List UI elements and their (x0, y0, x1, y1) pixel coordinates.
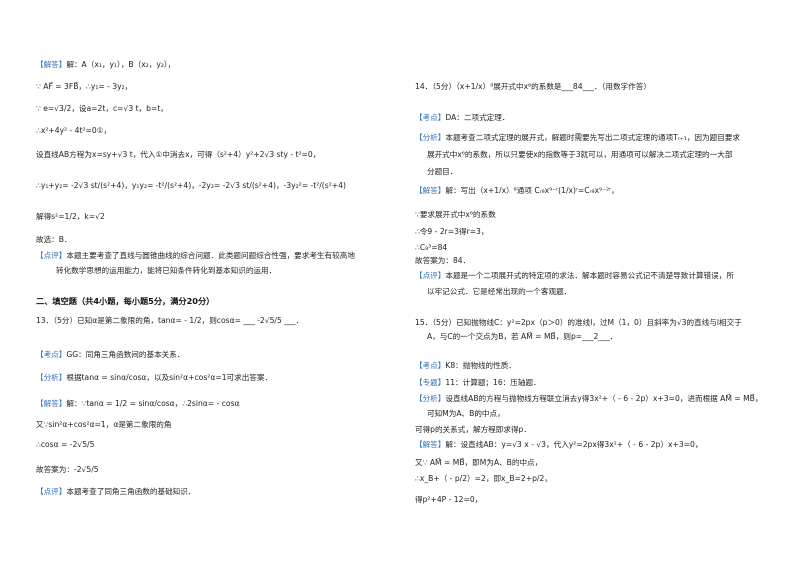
text-line: 【分析】根据tanα = sinα/cosα，以及sin²α+cos²α=1可求… (36, 373, 273, 382)
text-line: 【解答】解：∵tanα = 1/2 = sinα/cosα，∴2sinα= - … (36, 399, 240, 408)
text-line: 又∵sin²α+cos²α=1，α是第二象限的角 (36, 420, 172, 429)
text-line: 【专题】11：计算题；16：压轴题． (415, 378, 541, 387)
text-line: 【考点】DA：二项式定理． (415, 113, 510, 122)
text-line: ∴C₉³=84 (415, 243, 448, 252)
text-line: ∵ e=√3/2，设a=2t，c=√3 t，b=t， (36, 104, 168, 113)
text-line: 分题目． (427, 167, 458, 176)
text-line: 【点评】本题是一个二项展开式的特定项的求法．解本题时容易公式记不清楚导致计算错误… (415, 271, 734, 280)
text-line: 得p²+4P - 12=0， (415, 495, 483, 504)
text-line: 故选：B． (36, 235, 72, 244)
text-line: ∴cosα = -2√5/5 (36, 440, 95, 449)
text-line: 解得s²=1/2，k=√2 (36, 212, 105, 221)
text-line: 转化数学思想的运用能力，能将已知条件转化到基本知识的运用． (56, 266, 277, 275)
text-line: 展开式中x⁶的系数，所以只要使x的指数等于3就可以，用通项可以解决二项式定理的一… (427, 150, 733, 159)
text-line: 【解答】解：A（x₁，y₁），B（x₂，y₂）， (36, 60, 176, 69)
text-line: 【点评】本题考查了同角三角函数的基础知识． (36, 487, 196, 496)
text-line: 故答案为：-2√5/5 (36, 465, 99, 474)
text-line: 又∵ AM⃗ = MB⃗，即M为A、B的中点， (415, 458, 543, 467)
text-line: 故答案为：84． (415, 256, 471, 265)
text-line: 设直线AB方程为x=sy+√3 t，代入①中消去x，可得（s²+4）y²+2√3… (36, 150, 321, 159)
text-line: 【点评】本题主要考查了直线与圆锥曲线的综合问题．此类题问题综合性强，要求考生有较… (36, 251, 355, 260)
text-line: 【解答】解：设直线AB：y=√3 x - √3，代入y²=2px得3x²+（ -… (415, 440, 703, 449)
text-line: 以牢记公式．它是经常出现的一个客观题． (427, 287, 572, 296)
text-line: ∴x_B+（ - p/2）=2，即x_B=2+p/2， (415, 474, 552, 483)
text-line: 【考点】K8：抛物线的性质． (415, 361, 516, 370)
question-13: 13．（5分）已知α是第二象限的角，tanα= - 1/2，则cosα= ___… (36, 316, 304, 325)
question-14: 14．（5分）（x+1/x）⁸展开式中x⁶的系数是___84___．（用数字作答… (415, 82, 651, 91)
section-heading: 二、填空题（共4小题，每小题5分，满分20分） (36, 296, 215, 306)
text-line: 可得p的关系式，解方程即求得p． (415, 425, 531, 434)
text-line: ∴y₁+y₂= -2√3 st/(s²+4)，y₁y₂= -t²/(s²+4)，… (36, 181, 346, 190)
text-line: 可知M为A、B的中点， (427, 409, 505, 418)
text-line: 【考点】GG：同角三角函数间的基本关系． (36, 350, 185, 359)
text-line: ∴x²+4y² - 4t²=0①， (36, 126, 112, 135)
text-line: ∵要求展开式中x⁶的系数 (415, 210, 496, 219)
text-line: 【分析】本题考查二项式定理的展开式，解题时需要先写出二项式定理的通项Tᵣ₊₁，因… (415, 133, 740, 142)
text-line: ∵ AF⃗ = 3FB⃗，∴y₁= - 3y₂， (36, 82, 133, 91)
question-15: 15．（5分）已知抛物线C：y²=2px（p＞0）的准线l，过M（1，0）且斜率… (415, 318, 742, 327)
text-line: 【分析】设直线AB的方程与抛物线方程联立消去y得3x²+（ - 6 - 2p）x… (415, 394, 763, 403)
text-line: 【解答】解：写出（x+1/x）⁸通项 Cᵣ₉x⁹⁻ʳ(1/x)ʳ=Cᵣ₉x⁹⁻²… (415, 186, 619, 195)
text-line: A，与C的一个交点为B，若 AM⃗ = MB⃗，则p=___2___． (427, 332, 618, 341)
text-line: ∴令9 - 2r=3得r=3， (415, 227, 489, 236)
